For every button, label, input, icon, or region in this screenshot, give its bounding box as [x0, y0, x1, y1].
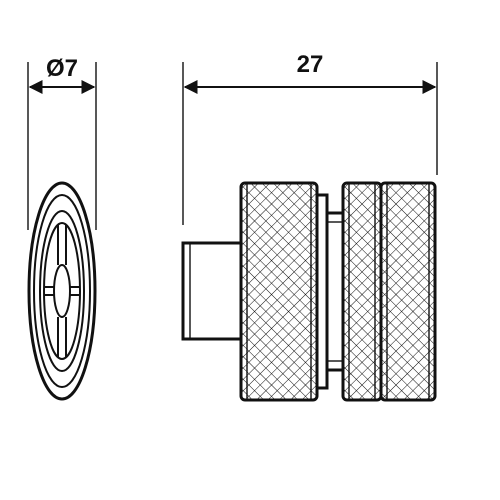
plug-pin — [181, 241, 243, 341]
diameter-label: Ø7 — [46, 55, 78, 82]
end-view-outer-ring — [27, 181, 97, 401]
end-view-center-pin — [53, 264, 71, 318]
groove-section — [325, 211, 345, 372]
connector-side-view — [181, 181, 437, 402]
length-dimension: 27 — [182, 51, 438, 225]
knurled-ring-end — [379, 181, 437, 402]
length-label: 27 — [297, 51, 324, 78]
connector-end-view — [27, 181, 97, 401]
end-view-ring-4 — [43, 222, 81, 360]
main-knurled-sleeve — [239, 181, 319, 402]
end-view-ring-2 — [33, 194, 91, 388]
diameter-dimension: Ø7 — [27, 55, 97, 230]
end-view-ring-3 — [39, 210, 85, 372]
